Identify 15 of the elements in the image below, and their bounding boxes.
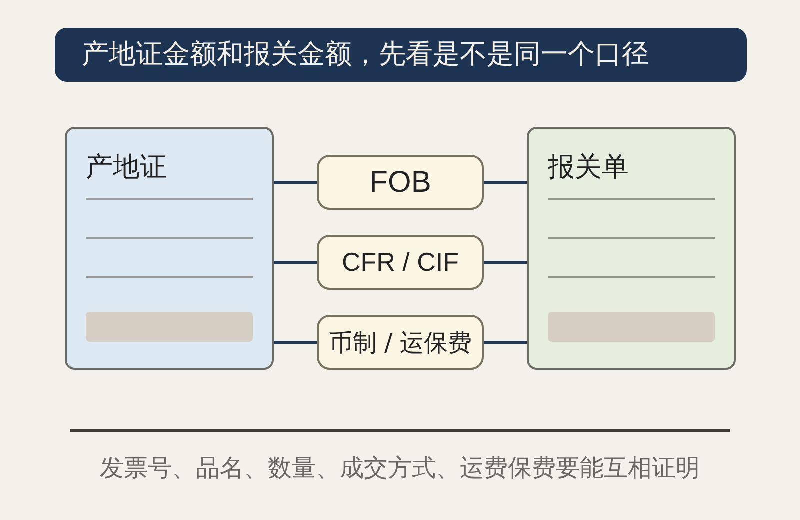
connector-line [484, 341, 527, 344]
card-heading: 报关单 [548, 153, 629, 183]
document-card [527, 127, 736, 370]
caption-text: 发票号、品名、数量、成交方式、运费保费要能互相证明 [100, 453, 700, 483]
term-pill: 币制 / 运保费 [317, 315, 484, 370]
title-banner: 产地证金额和报关金额，先看是不是同一个口径 [55, 28, 747, 82]
connector-line [484, 181, 527, 184]
connector-line [274, 341, 317, 344]
connector-line [274, 261, 317, 264]
document-card [65, 127, 274, 370]
card-heading: 产地证 [86, 153, 167, 183]
connector-line [274, 181, 317, 184]
connector-line [484, 261, 527, 264]
term-pill: CFR / CIF [317, 235, 484, 290]
term-pill: FOB [317, 155, 484, 210]
